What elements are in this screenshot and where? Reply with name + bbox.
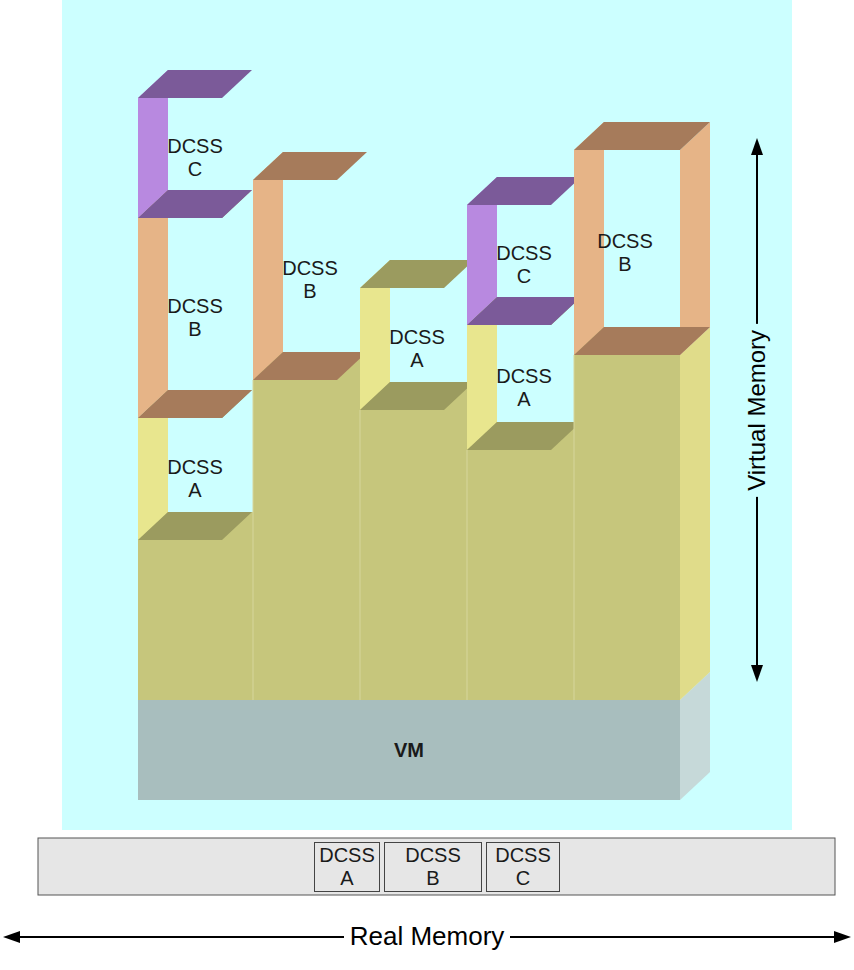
node-text: DCSS C	[167, 135, 223, 181]
virtual-column	[138, 512, 253, 700]
dcss-segment: DCSS B	[580, 150, 670, 355]
real-memory-block: DCSS A	[314, 842, 380, 892]
virtual-column	[574, 327, 680, 700]
node-text: DCSS A	[496, 365, 552, 411]
axis-label: Real Memory	[344, 921, 511, 952]
node-text: DCSS A	[389, 326, 445, 372]
dcss-segment: DCSS A	[372, 288, 462, 410]
segment-face	[467, 297, 581, 325]
segment-side	[680, 122, 710, 355]
segment-side	[138, 190, 168, 418]
dcss-segment: DCSS A	[150, 418, 240, 540]
column-divider	[253, 380, 254, 700]
column-divider	[467, 450, 468, 700]
segment-face	[467, 177, 581, 205]
segment-face	[360, 382, 474, 410]
background-panel	[62, 0, 792, 830]
segment-face	[253, 352, 367, 380]
column-divider	[360, 410, 361, 700]
dcss-segment: DCSS A	[479, 325, 569, 450]
vm-front	[138, 700, 680, 800]
axis-label: Virtual Memory	[743, 324, 772, 497]
virtual-column	[467, 422, 574, 700]
dcss-segment: DCSS B	[265, 180, 355, 380]
segment-face	[138, 190, 252, 218]
dcss-segment: DCSS B	[150, 218, 240, 418]
column-side	[680, 327, 710, 700]
vm-base: VM	[138, 700, 680, 800]
segment-face	[138, 70, 252, 98]
node-text: DCSS A	[319, 844, 375, 890]
column-divider	[574, 355, 575, 700]
node-text: VM	[394, 739, 424, 762]
segment-side	[253, 152, 283, 380]
real-memory-bar	[38, 838, 835, 895]
dcss-segment: DCSS C	[479, 205, 569, 325]
arrow-head	[751, 138, 763, 155]
real-memory-block: DCSS C	[486, 842, 560, 892]
segment-face	[138, 390, 252, 418]
segment-face	[138, 512, 252, 540]
segment-face	[467, 422, 581, 450]
node-text: DCSS B	[167, 295, 223, 341]
arrow-head	[3, 931, 20, 943]
node-text: DCSS B	[597, 230, 653, 276]
segment-face	[253, 152, 367, 180]
virtual-column	[253, 352, 360, 700]
segment-face	[360, 260, 474, 288]
node-text: DCSS B	[282, 257, 338, 303]
real-memory-block: DCSS B	[384, 842, 482, 892]
segment-face	[574, 327, 710, 355]
node-text: DCSS C	[495, 844, 551, 890]
node-text: DCSS A	[167, 456, 223, 502]
virtual-column	[360, 382, 467, 700]
segment-face	[574, 122, 710, 150]
node-text: DCSS C	[496, 242, 552, 288]
arrow-head	[751, 665, 763, 682]
arrow-head	[834, 931, 851, 943]
node-text: DCSS B	[405, 844, 461, 890]
dcss-segment: DCSS C	[150, 98, 240, 218]
